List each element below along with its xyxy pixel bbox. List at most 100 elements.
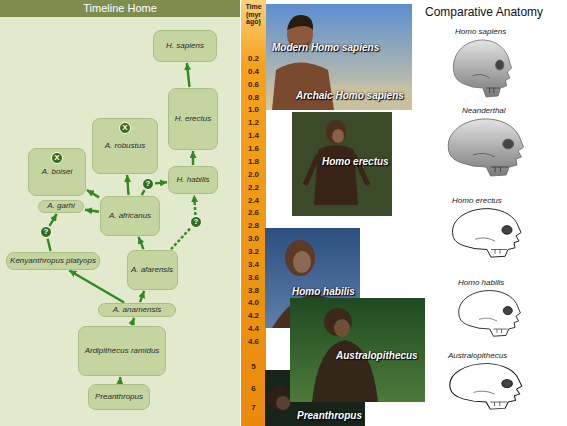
evolution-arrow: [171, 227, 191, 249]
time-tick: 3.6: [248, 273, 259, 282]
time-tick: 3.4: [248, 260, 259, 269]
evolution-arrow: [155, 182, 167, 183]
extinct-marker: X: [119, 122, 131, 134]
label-slot: Neanderthal: [462, 106, 506, 115]
time-tick: 2.8: [248, 221, 259, 230]
skull-erectus: [452, 209, 521, 257]
time-tick: 0.4: [248, 67, 259, 76]
time-tick: 0.6: [248, 80, 259, 89]
skull-name: Homo sapiens: [455, 27, 506, 36]
species-name: Ardipithecus ramidus: [85, 347, 160, 356]
label-slot: 0.8: [241, 93, 266, 102]
evolution-arrow: [132, 318, 135, 325]
skull-neanderthal: [448, 119, 523, 176]
evolution-arrow: [87, 190, 99, 197]
label-slot: 2.6: [241, 208, 266, 217]
label-slot: 2.4: [241, 196, 266, 205]
evolution-arrow: [142, 190, 145, 195]
axis-title: Time (myr ago): [245, 3, 261, 25]
species-name: A. afarensis: [131, 266, 173, 275]
species-name: Kenyanthropus platyops: [10, 257, 96, 266]
label-slot: Homo erectus: [322, 156, 389, 167]
time-tick: 6: [251, 384, 255, 393]
label-slot: 4.2: [241, 311, 266, 320]
skull-australopithecus: [450, 364, 522, 410]
photo-caption: Modern Homo sapiens: [272, 42, 379, 53]
species-name: A. garhi: [47, 202, 75, 211]
photo-homo-erectus: [292, 112, 392, 216]
photo-caption: Homo habilis: [292, 286, 355, 297]
time-tick: 4.6: [248, 337, 259, 346]
evolution-arrow: [85, 210, 99, 212]
label-slot: 3.8: [241, 286, 266, 295]
skull-habilis: [459, 291, 521, 337]
evolution-arrow: [50, 214, 57, 226]
label-slot: 0.6: [241, 80, 266, 89]
label-slot: Time (myr ago): [242, 3, 265, 26]
label-slot: 6: [241, 384, 266, 393]
skull-sapiens: [453, 40, 511, 97]
species-box: A. anamensis: [98, 303, 176, 317]
label-slot: Australopithecus: [448, 351, 507, 360]
label-slot: 1.8: [241, 157, 266, 166]
species-name: A. boisei: [42, 168, 73, 177]
evolution-arrow: [139, 237, 144, 249]
marker-symbol: ?: [44, 227, 49, 236]
species-box: H. sapiens: [153, 30, 217, 62]
time-tick: 2.2: [248, 183, 259, 192]
evolution-arrow: [48, 239, 51, 251]
marker-symbol: ?: [146, 179, 151, 188]
label-slot: Homo habilis: [458, 278, 504, 287]
skull-name: Neanderthal: [462, 106, 506, 115]
label-slot: 3.0: [241, 234, 266, 243]
species-name: H. sapiens: [166, 42, 204, 51]
species-box: A. africanus: [100, 196, 160, 236]
photo-caption: Preanthropus: [297, 410, 362, 421]
label-slot: 1.4: [241, 131, 266, 140]
label-slot: Comparative Anatomy: [425, 5, 543, 19]
photo-australopithecus: [290, 298, 425, 402]
panel-title: Timeline Home: [83, 2, 157, 14]
species-box: H. erectus: [168, 88, 218, 150]
skull-name: Homo erectus: [452, 196, 502, 205]
photo-caption: Archaic Homo sapiens: [296, 90, 404, 101]
label-slot: 7: [241, 403, 266, 412]
label-slot: 1.6: [241, 144, 266, 153]
evolution-arrow: [192, 151, 194, 165]
evolution-arrow: [127, 175, 128, 195]
label-slot: 1.0: [241, 105, 266, 114]
species-name: A. anamensis: [113, 306, 161, 315]
photo-modern-sapiens: [266, 4, 412, 110]
label-slot: 1.2: [241, 118, 266, 127]
time-tick: 3.0: [248, 234, 259, 243]
uncertain-marker: ?: [190, 216, 202, 228]
label-slot: 2.8: [241, 221, 266, 230]
uncertain-marker: ?: [40, 226, 52, 238]
species-name: A. robustus: [105, 142, 145, 151]
time-tick: 1.0: [248, 105, 259, 114]
species-box: A. boisei X: [28, 148, 86, 196]
time-tick: 4.0: [248, 298, 259, 307]
species-box: Ardipithecus ramidus: [78, 326, 166, 376]
time-tick: 2.0: [248, 170, 259, 179]
section-heading: Comparative Anatomy: [425, 5, 543, 19]
species-box: H. habilis: [168, 166, 218, 194]
species-name: H. habilis: [177, 176, 210, 185]
evolution-arrow: [119, 377, 122, 383]
time-tick: 2.4: [248, 196, 259, 205]
evolution-arrow: [187, 63, 190, 87]
time-tick: 1.4: [248, 131, 259, 140]
label-slot: 0.2: [241, 54, 266, 63]
label-slot: Modern Homo sapiens: [272, 42, 379, 53]
label-slot: 4.6: [241, 337, 266, 346]
extinct-marker: X: [51, 152, 63, 164]
skull-name: Australopithecus: [448, 351, 507, 360]
evolution-arrow: [69, 271, 124, 303]
time-tick: 0.2: [248, 54, 259, 63]
photo-caption: Australopithecus: [336, 350, 418, 361]
species-box: A. garhi: [38, 200, 84, 213]
label-slot: 2.0: [241, 170, 266, 179]
photo-caption: Homo erectus: [322, 156, 389, 167]
